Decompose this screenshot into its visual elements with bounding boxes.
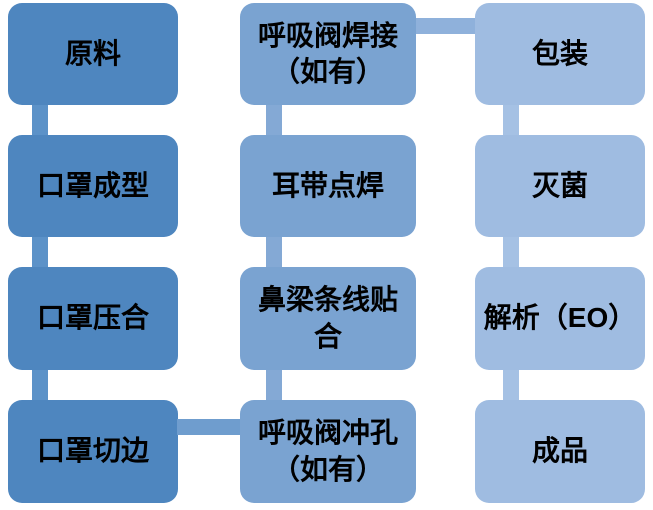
connector-raw-to-forming — [32, 105, 48, 135]
node-mask-pressing: 口罩压合 — [8, 267, 178, 370]
node-valve-welding: 呼吸阀焊接 （如有） — [240, 3, 416, 105]
connector-trimming-to-valvepunching — [177, 419, 240, 435]
node-mask-forming: 口罩成型 — [8, 135, 178, 237]
connector-valvewelding-to-packaging — [416, 18, 475, 34]
connector-eo-to-finished — [503, 370, 519, 400]
node-raw-material: 原料 — [8, 3, 178, 105]
connector-earstrap-to-valvewelding — [266, 105, 282, 135]
node-valve-punching: 呼吸阀冲孔 （如有） — [240, 400, 416, 503]
connector-sterilization-to-eo — [503, 237, 519, 267]
node-mask-trimming: 口罩切边 — [8, 400, 178, 503]
node-finished-product: 成品 — [475, 400, 645, 503]
node-packaging: 包装 — [475, 3, 645, 105]
node-eo-desorption: 解析（EO） — [475, 267, 645, 370]
connector-forming-to-pressing — [32, 237, 48, 267]
connector-pressing-to-trimming — [32, 370, 48, 400]
node-ear-strap-welding: 耳带点焊 — [240, 135, 416, 237]
connector-valvepunching-to-nosebridge — [266, 370, 282, 400]
node-sterilization: 灭菌 — [475, 135, 645, 237]
node-nose-bridge-attach: 鼻梁条线贴 合 — [240, 267, 416, 370]
connector-packaging-to-sterilization — [503, 105, 519, 135]
connector-nosebridge-to-earstrap — [266, 237, 282, 267]
